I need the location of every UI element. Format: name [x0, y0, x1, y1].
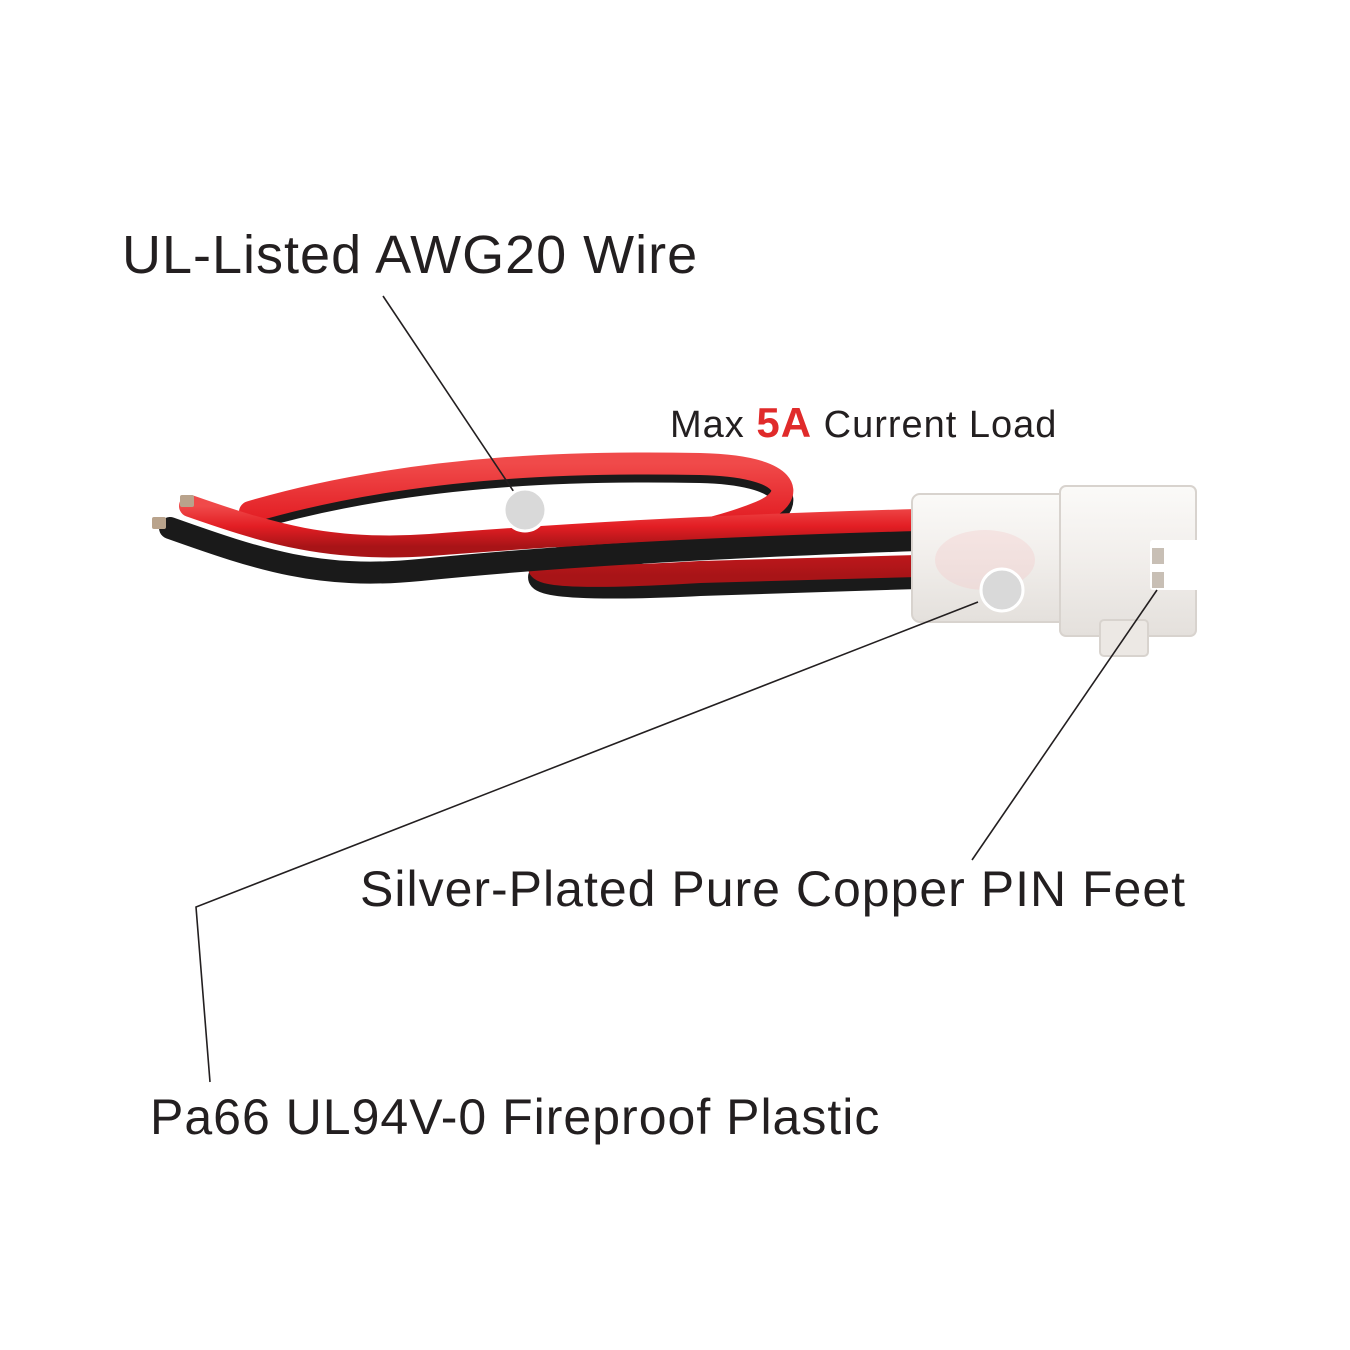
stripped-wire-end: [180, 495, 194, 507]
stripped-wire-end: [152, 517, 166, 529]
plastic-callout: Pa66 UL94V-0 Fireproof Plastic: [150, 1089, 881, 1145]
current-prefix: Max: [670, 404, 745, 446]
wire-callout: UL-Listed AWG20 Wire: [122, 225, 699, 285]
leader-lines: [195, 295, 1158, 1083]
copper-pin: [1152, 548, 1164, 564]
current-suffix: Current Load: [823, 404, 1058, 446]
callout-marker: [979, 567, 1025, 613]
connector-housing: [911, 485, 1200, 657]
copper-pin: [1152, 572, 1164, 588]
current-value: 5A: [756, 399, 813, 446]
callout-marker: [502, 487, 548, 533]
pins-callout: Silver-Plated Pure Copper PIN Feet: [360, 861, 1187, 917]
current-callout: Max 5A Current Load: [670, 399, 1058, 446]
wire-pair-left: [152, 495, 929, 584]
